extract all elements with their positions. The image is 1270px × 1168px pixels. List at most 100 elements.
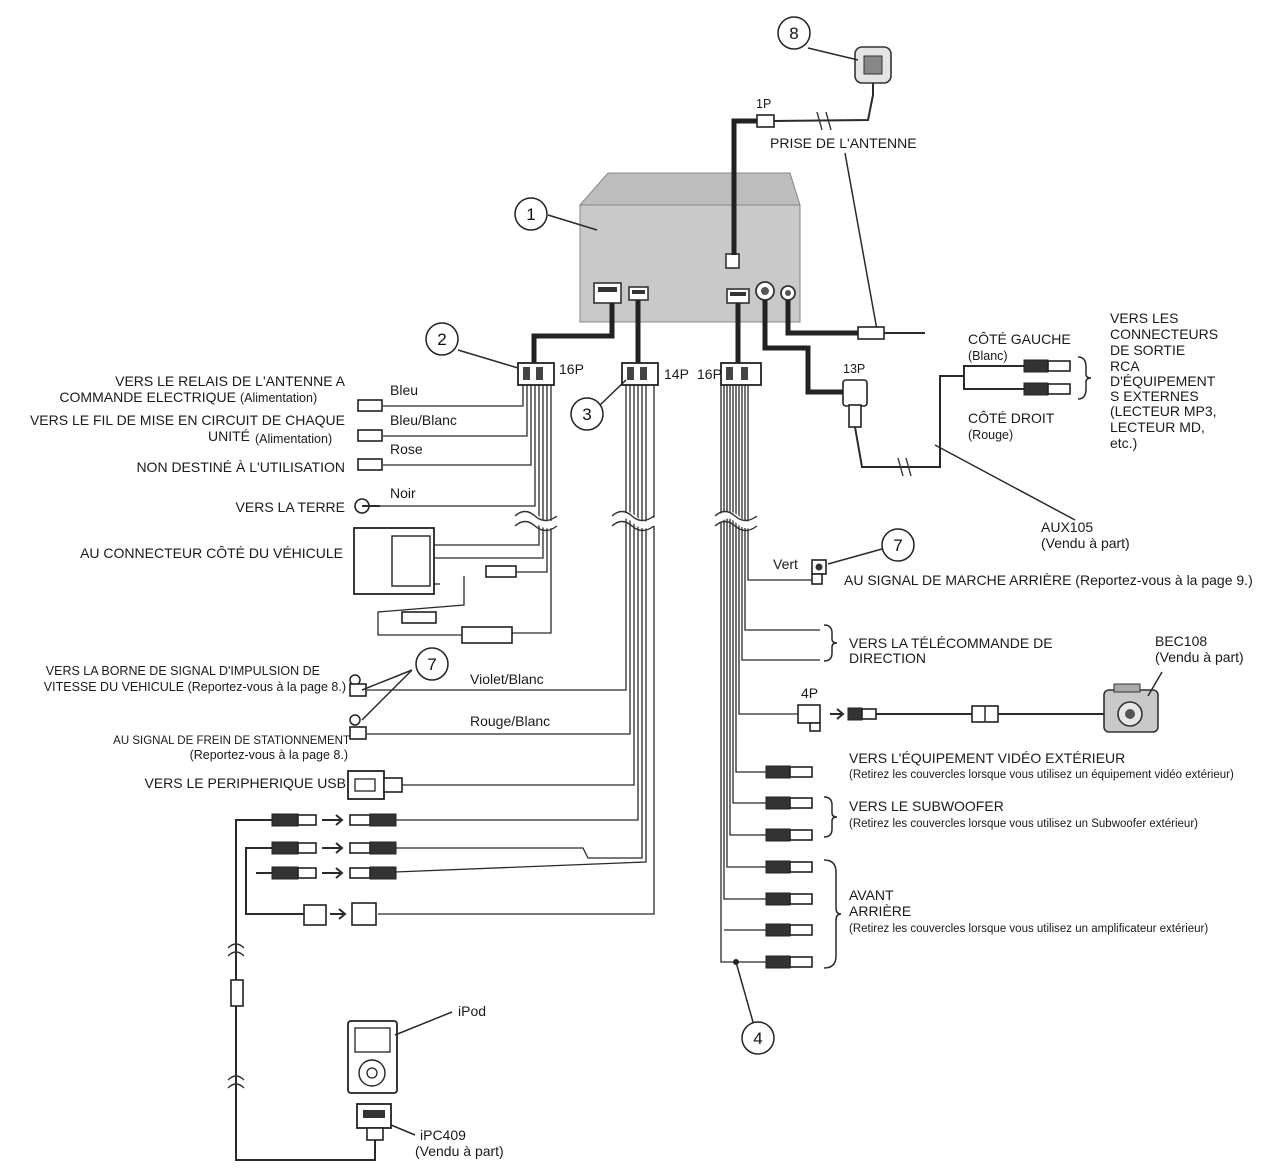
connector-16p-speaker-label: 16P: [697, 366, 722, 382]
radio-antenna-plug: [857, 326, 885, 340]
connector-13p-label: 13P: [843, 362, 865, 376]
callout-7-right: 7: [881, 528, 915, 562]
vehicle-connector-label: AU CONNECTEUR CÔTÉ DU VÉHICULE: [80, 545, 343, 561]
antenna-relay-line3: (Alimentation): [240, 391, 317, 405]
ipod-label: iPod: [458, 1003, 486, 1019]
connector-16p-speaker: [720, 362, 762, 386]
ipc409-dock-connector: [356, 1103, 392, 1141]
reverse-signal-label: AU SIGNAL DE MARCHE ARRIÈRE (Reportez-vo…: [844, 572, 1253, 588]
svg-text:4: 4: [753, 1029, 762, 1048]
camera-model-line1: BEC108: [1155, 633, 1207, 649]
connector-16p-power-label: 16P: [559, 361, 584, 377]
connector-16p-power: [517, 362, 555, 386]
aux-rca-left: [1023, 359, 1071, 373]
lead-pink-connector: [357, 458, 383, 471]
external-outputs-line7: (LECTEUR MP3,: [1110, 403, 1217, 419]
external-outputs-line6: S EXTERNES: [1110, 388, 1199, 404]
ipc409-model-line1: iPC409: [420, 1127, 466, 1143]
wire-violet-white-label: Violet/Blanc: [470, 671, 544, 687]
external-outputs-line8: LECTEUR MD,: [1110, 419, 1205, 435]
connector-14p-label: 14P: [664, 366, 689, 382]
rear-camera: [1103, 683, 1159, 733]
callout-2: 2: [425, 322, 459, 356]
aux-left-line2: (Blanc): [968, 349, 1008, 363]
wire-blue-white-label: Bleu/Blanc: [390, 412, 457, 428]
wire-pink-label: Rose: [390, 441, 423, 457]
connector-4p: [797, 704, 821, 732]
connector-14p: [621, 362, 659, 386]
connector-1p-label: 1P: [756, 97, 771, 111]
wire-red-white-label: Rouge/Blanc: [470, 713, 550, 729]
port-16p-power: [593, 282, 622, 304]
external-outputs-line2: CONNECTEURS: [1110, 326, 1218, 342]
power-relay: [461, 626, 513, 644]
wire-green-label: Vert: [773, 556, 798, 572]
external-outputs-line1: VERS LES: [1110, 310, 1178, 326]
port-antenna: [725, 253, 740, 269]
aux-left-line1: CÔTÉ GAUCHE: [968, 331, 1071, 347]
front-rear-note: (Retirez les couvercles lorsque vous uti…: [849, 923, 1208, 935]
antenna-relay-line2: COMMANDE ELECTRIQUE: [59, 389, 236, 405]
svg-text:3: 3: [582, 405, 591, 424]
aux-model-line1: AUX105: [1041, 519, 1093, 535]
svg-text:7: 7: [893, 536, 902, 555]
inline-fuse: [401, 611, 437, 624]
not-used-label: NON DESTINÉ À L'UTILISATION: [136, 459, 345, 475]
wire-black-label: Noir: [390, 485, 416, 501]
wire-blue-label: Bleu: [390, 382, 418, 398]
steering-remote-line1: VERS LA TÉLÉCOMMANDE DE: [849, 635, 1053, 651]
connector-13p: [842, 379, 868, 428]
steering-remote-line2: DIRECTION: [849, 650, 926, 666]
ipc409-model-line2: (Vendu à part): [415, 1143, 504, 1159]
reverse-signal-terminal: [811, 559, 827, 585]
camera-model-line2: (Vendu à part): [1155, 649, 1244, 665]
antenna-plug-1p: [756, 114, 775, 128]
antenna-relay-line1: VERS LE RELAIS DE L'ANTENNE A: [115, 373, 346, 389]
usb-label: VERS LE PERIPHERIQUE USB: [144, 775, 346, 791]
ground-label: VERS LA TERRE: [236, 499, 345, 515]
subwoofer-line1: VERS LE SUBWOOFER: [849, 798, 1004, 814]
callout-4: 4: [741, 1021, 775, 1055]
aux-right-line2: (Rouge): [968, 428, 1013, 442]
speed-signal-line2: VITESSE DU VEHICULE (Reportez-vous à la …: [44, 680, 346, 694]
callout-1: 1: [514, 197, 598, 231]
callout-7-left: 7: [415, 647, 449, 681]
gps-antenna: [771, 46, 892, 122]
fuse-holder: [485, 565, 517, 578]
callout-3: 3: [570, 397, 604, 431]
lead-blue-white-connector: [357, 429, 383, 442]
svg-text:8: 8: [789, 24, 798, 43]
each-unit-line3: (Alimentation): [255, 432, 332, 446]
ipod-rca-group: [230, 813, 397, 1161]
aux-right-line1: CÔTÉ DROIT: [968, 410, 1055, 426]
each-unit-line2: UNITÉ: [208, 428, 250, 444]
subwoofer-line2: (Retirez les couvercles lorsque vous uti…: [849, 818, 1198, 830]
speed-signal-terminal: [349, 674, 367, 697]
ipod-device: [347, 1020, 398, 1094]
speed-signal-line1: VERS LA BORNE DE SIGNAL D'IMPULSION DE: [46, 664, 320, 678]
connector-4p-label: 4P: [801, 685, 818, 701]
rca-outputs: [765, 765, 813, 969]
head-unit: [578, 172, 801, 323]
front-label: AVANT: [849, 887, 894, 903]
svg-text:7: 7: [427, 655, 436, 674]
vehicle-connector: [353, 527, 435, 595]
ground-terminal: [354, 498, 380, 514]
external-outputs-line3: DE SORTIE: [1110, 342, 1185, 358]
external-outputs-line5: D'ÉQUIPEMENT: [1110, 373, 1216, 389]
external-outputs-line9: etc.): [1110, 435, 1137, 451]
video-equipment-line1: VERS L'ÉQUIPEMENT VIDÉO EXTÉRIEUR: [849, 750, 1125, 766]
parking-brake-terminal: [349, 714, 367, 740]
usb-connector: [347, 770, 403, 800]
video-equipment-line2: (Retirez les couvercles lorsque vous uti…: [849, 769, 1234, 781]
callout-8: 8: [777, 16, 811, 50]
external-outputs-line4: RCA: [1110, 358, 1140, 374]
each-unit-line1: VERS LE FIL DE MISE EN CIRCUIT DE CHAQUE: [30, 412, 345, 428]
aux-model-line2: (Vendu à part): [1041, 535, 1130, 551]
svg-text:1: 1: [526, 205, 535, 224]
antenna-plug-label: PRISE DE L'ANTENNE: [770, 135, 917, 151]
rear-label: ARRIÈRE: [849, 903, 911, 919]
parking-brake-line1: AU SIGNAL DE FREIN DE STATIONNEMENT: [113, 735, 350, 747]
